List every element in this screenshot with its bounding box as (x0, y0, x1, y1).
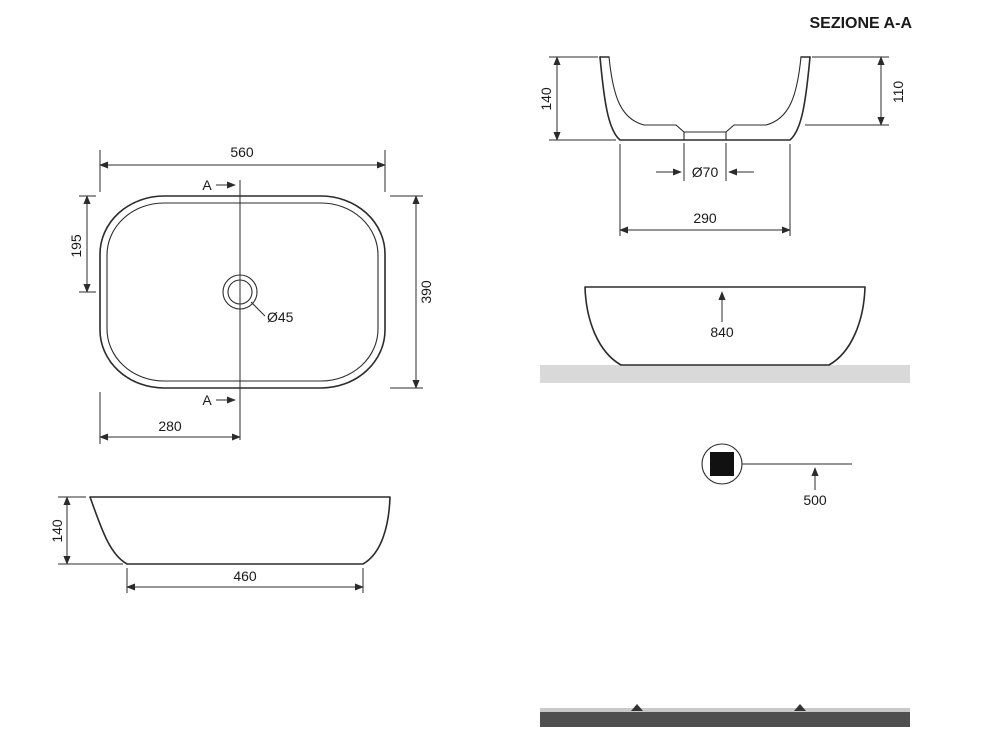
section-marker-top-label: A (202, 177, 212, 193)
section-height-label: 140 (538, 87, 554, 111)
drain-symbol-square (710, 452, 734, 476)
floor-tick-left (631, 704, 643, 711)
plan-drain-offset-label: 280 (158, 418, 182, 434)
section-base-width-label: 290 (693, 210, 717, 226)
basin-outer-rim (99, 195, 386, 389)
section-title: SEZIONE A-A (809, 15, 912, 32)
basin-inner-rim (106, 202, 379, 382)
section-marker-bottom-label: A (202, 392, 212, 408)
plan-width-label: 560 (230, 144, 254, 160)
countertop-surface (540, 365, 910, 383)
plan-view: A A Ø45 560 390 195 280 (68, 144, 434, 444)
basin-front-outline (89, 496, 391, 565)
section-outer-profile (599, 56, 811, 141)
front-height-label: 140 (49, 519, 65, 543)
plan-depth-label: 390 (418, 280, 434, 304)
drain-height-label: 500 (803, 492, 827, 508)
mounting-height-label: 840 (710, 324, 734, 340)
floor-bar (540, 704, 910, 727)
side-view: 840 (540, 286, 910, 383)
plan-half-depth-label: 195 (68, 234, 84, 258)
drain-inner-circle (227, 279, 253, 305)
bowl-depth-label: 110 (890, 81, 906, 104)
floor-bar-body (540, 712, 910, 727)
section-inner-bowl (608, 56, 802, 133)
drain-detail: 500 (701, 443, 852, 508)
plan-drain-diameter-label: Ø45 (267, 309, 294, 325)
drain-leader-line (250, 301, 266, 317)
front-view: 140 460 (49, 496, 391, 593)
floor-tick-right (794, 704, 806, 711)
floor-bar-highlight (540, 708, 910, 712)
section-view: 140 110 Ø70 290 (538, 56, 906, 236)
drain-outer-circle (222, 274, 258, 310)
section-drain-diameter-label: Ø70 (692, 164, 719, 180)
basin-side-outline (584, 286, 866, 366)
front-base-width-label: 460 (233, 568, 257, 584)
